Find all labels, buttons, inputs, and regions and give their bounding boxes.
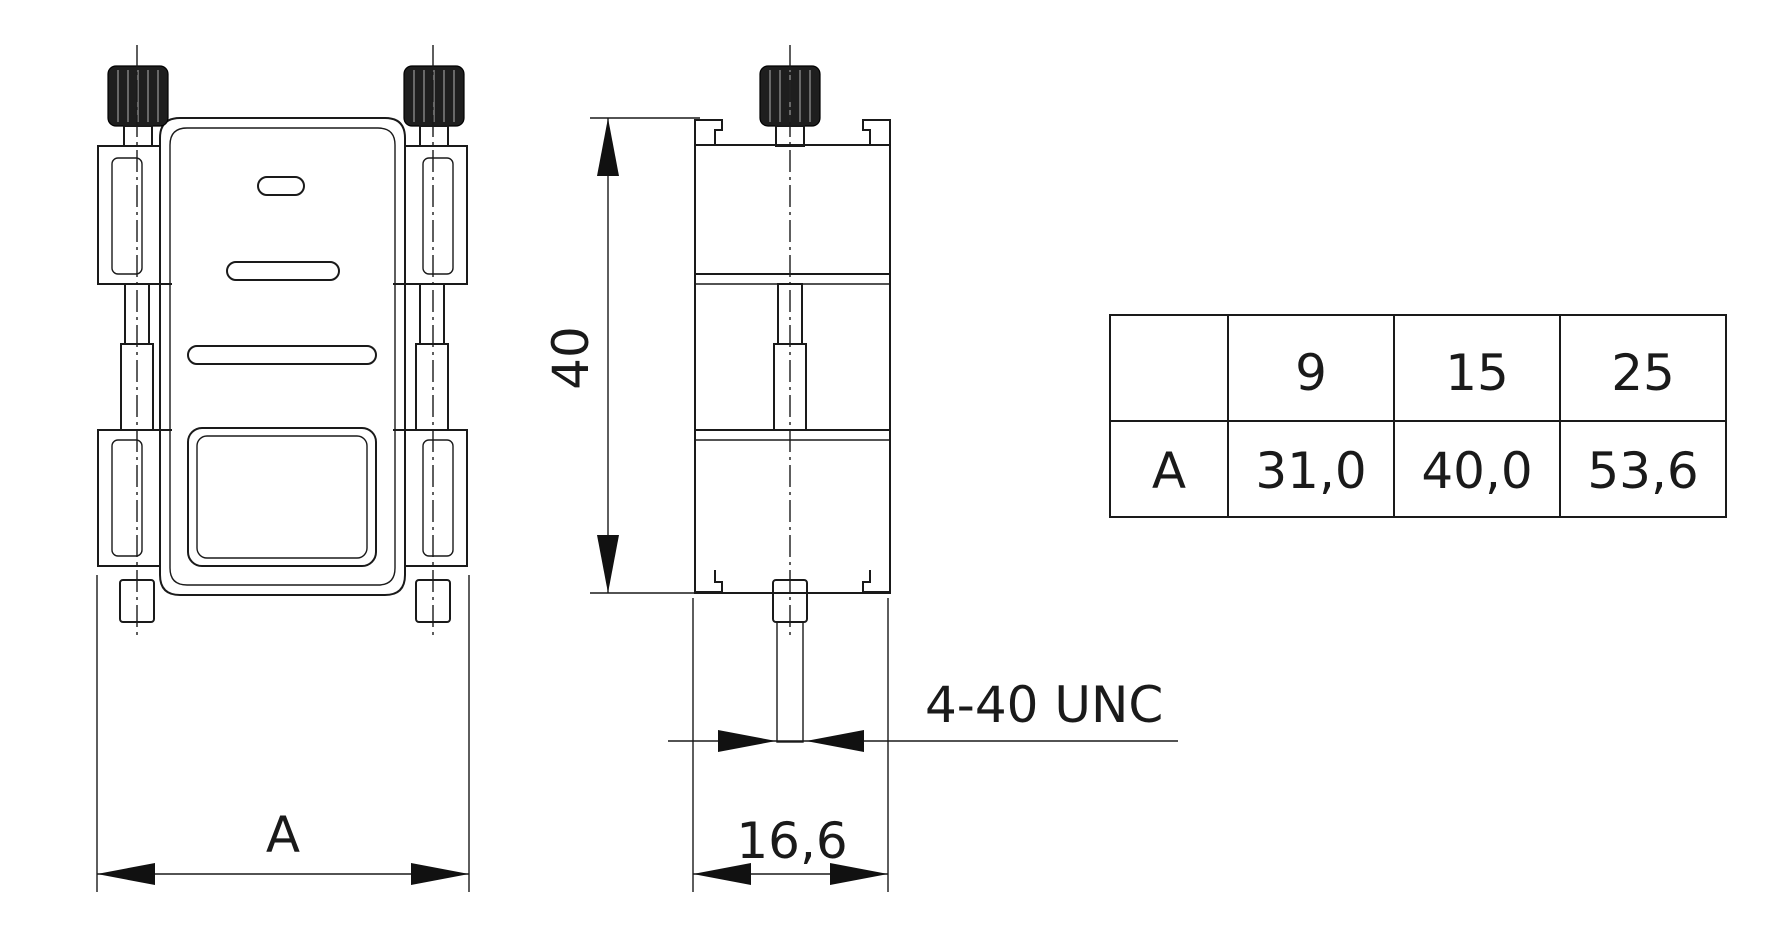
- dimension-width-A: A: [96, 575, 470, 892]
- vent-slot-1: [257, 176, 305, 196]
- front-view: [97, 45, 468, 640]
- right-shank-upper: [419, 283, 445, 345]
- thread-label: 4-40 UNC: [925, 676, 1163, 734]
- height-arrow-top: [597, 118, 619, 176]
- right-slot-top: [422, 157, 454, 275]
- side-thread-stub: [776, 621, 804, 743]
- dimension-depth: 16,6: [692, 598, 889, 892]
- depth-dimension-label: 16,6: [736, 812, 847, 870]
- side-body: [694, 144, 891, 594]
- size-table-border: [1109, 314, 1727, 518]
- left-slot-bottom: [111, 439, 143, 557]
- dimension-height: 40: [542, 117, 700, 594]
- depth-arrow-right: [830, 863, 888, 885]
- thread-arrow-left: [718, 730, 776, 752]
- side-top-lip-left: [694, 119, 723, 145]
- left-slot-top: [111, 157, 143, 275]
- side-bottom-lip-right: [862, 570, 891, 593]
- size-table: 9 15 25 A 31,0 40,0 53,6: [1109, 314, 1727, 518]
- vent-slot-2: [226, 261, 340, 281]
- table-cell-A-9: 31,0: [1255, 442, 1366, 500]
- thread-arrow-right: [806, 730, 864, 752]
- table-header-15: 15: [1445, 344, 1509, 402]
- height-dimension-label: 40: [542, 326, 600, 390]
- width-dimension-label: A: [266, 806, 300, 864]
- table-cell-A-25: 53,6: [1587, 442, 1698, 500]
- cable-opening-inner: [196, 435, 368, 559]
- left-thumb-screw-icon: [107, 65, 169, 147]
- side-bottom-lip-left: [694, 570, 723, 593]
- right-slot-bottom: [422, 439, 454, 557]
- cable-opening: [187, 427, 377, 567]
- right-flange-top: [404, 145, 468, 285]
- table-header-25: 25: [1611, 344, 1675, 402]
- table-cell-A-15: 40,0: [1421, 442, 1532, 500]
- width-arrow-right: [411, 863, 469, 885]
- right-flange-bottom: [404, 429, 468, 567]
- table-row-label-A: A: [1152, 442, 1186, 500]
- dimension-thread: 4-40 UNC: [668, 676, 1178, 752]
- left-flange-bottom: [97, 429, 161, 567]
- width-arrow-left: [97, 863, 155, 885]
- right-shank-lower: [415, 343, 449, 431]
- front-shell-inner: [169, 127, 396, 586]
- table-header-9: 9: [1295, 344, 1327, 402]
- depth-arrow-left: [693, 863, 751, 885]
- height-arrow-bottom: [597, 535, 619, 593]
- front-shell-outline: [159, 117, 406, 596]
- vent-slot-3: [187, 345, 377, 365]
- side-top-lip-right: [862, 119, 891, 145]
- side-view: [694, 45, 891, 743]
- right-thumb-screw-icon: [403, 65, 465, 147]
- left-flange-top: [97, 145, 161, 285]
